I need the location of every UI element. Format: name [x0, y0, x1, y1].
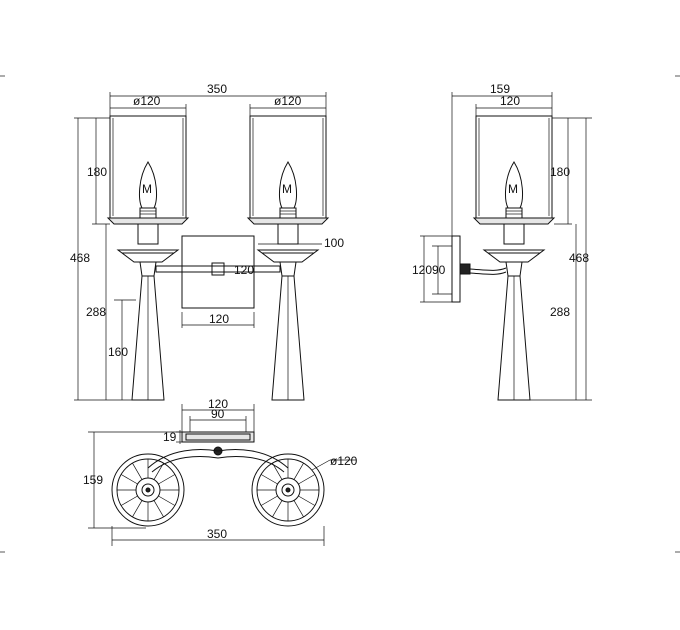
side-shade-diameter: 120 — [500, 94, 520, 108]
bobeche-spoke — [298, 474, 316, 485]
side-bulb: M — [505, 161, 523, 219]
front-arm — [155, 265, 281, 273]
bobeche-spoke — [132, 500, 143, 518]
front-arm-hub — [211, 262, 225, 276]
top-backplate-width: 120 — [208, 397, 228, 411]
bobeche-spoke — [132, 462, 143, 480]
bobeche-spoke — [260, 495, 278, 506]
side-shade-height: 180 — [550, 165, 570, 179]
left-candle-cup — [137, 223, 159, 245]
bobeche-spoke — [153, 500, 164, 518]
front-backplate-height: 120 — [234, 263, 254, 277]
front-shade-left-diameter: ø120 — [133, 94, 161, 108]
front-shade-right-diameter: ø120 — [274, 94, 302, 108]
bobeche-spoke — [158, 474, 176, 485]
right-bulb-mark: M — [282, 182, 292, 196]
left-column — [131, 261, 165, 401]
bobeche-spoke — [120, 474, 138, 485]
bobeche-spoke — [120, 495, 138, 506]
top-backplate — [181, 431, 255, 443]
top-arm — [147, 449, 289, 469]
right-shade — [246, 115, 330, 225]
bobeche-spoke — [293, 500, 304, 518]
bobeche-spoke — [293, 462, 304, 480]
front-stem-height: 160 — [108, 345, 128, 359]
front-backplate-width: 120 — [209, 312, 229, 326]
side-mount-height: 120 — [412, 263, 432, 277]
side-bobeche — [482, 249, 546, 263]
side-total-height: 468 — [569, 251, 589, 265]
bobeche-spoke — [272, 462, 283, 480]
right-column — [271, 261, 305, 401]
side-bulb-mark: M — [508, 182, 518, 196]
side-wall-plate — [451, 235, 461, 303]
side-lower-height: 288 — [550, 305, 570, 319]
left-bulb: M — [139, 161, 157, 219]
left-bulb-mark: M — [142, 182, 152, 196]
front-lower-height: 288 — [86, 305, 106, 319]
right-bulb: M — [279, 161, 297, 219]
front-shade-height: 180 — [87, 165, 107, 179]
side-arm — [469, 267, 507, 271]
bobeche-spoke — [272, 500, 283, 518]
side-candle-cup — [503, 223, 525, 245]
right-candle-cup — [277, 223, 299, 245]
bobeche-spoke — [260, 474, 278, 485]
top-shade-diameter: ø120 — [330, 454, 358, 468]
bobeche-spoke — [153, 462, 164, 480]
left-bobeche — [116, 249, 180, 263]
top-bobeche-spokes — [117, 459, 319, 521]
right-bobeche — [256, 249, 320, 263]
front-arm-height: 100 — [324, 236, 344, 250]
side-view: 159 120 M — [412, 82, 592, 401]
front-view: 350 ø120 ø120 M — [70, 82, 344, 401]
side-column — [497, 261, 531, 401]
top-mount-width: 90 — [211, 407, 225, 421]
side-mount-knob — [459, 263, 471, 275]
top-plate-depth: 19 — [163, 430, 177, 444]
registration-ticks — [0, 75, 680, 553]
side-depth-label: 159 — [490, 82, 510, 96]
front-width-label: 350 — [207, 82, 227, 96]
side-shade — [472, 115, 556, 225]
bobeche-spoke — [158, 495, 176, 506]
bobeche-spoke — [298, 495, 316, 506]
side-mount-offset: 90 — [432, 263, 446, 277]
left-shade — [106, 115, 190, 225]
top-view: 120 90 19 — [83, 397, 358, 546]
top-overall-depth: 159 — [83, 473, 103, 487]
top-overall-width: 350 — [207, 527, 227, 541]
front-total-height: 468 — [70, 251, 90, 265]
